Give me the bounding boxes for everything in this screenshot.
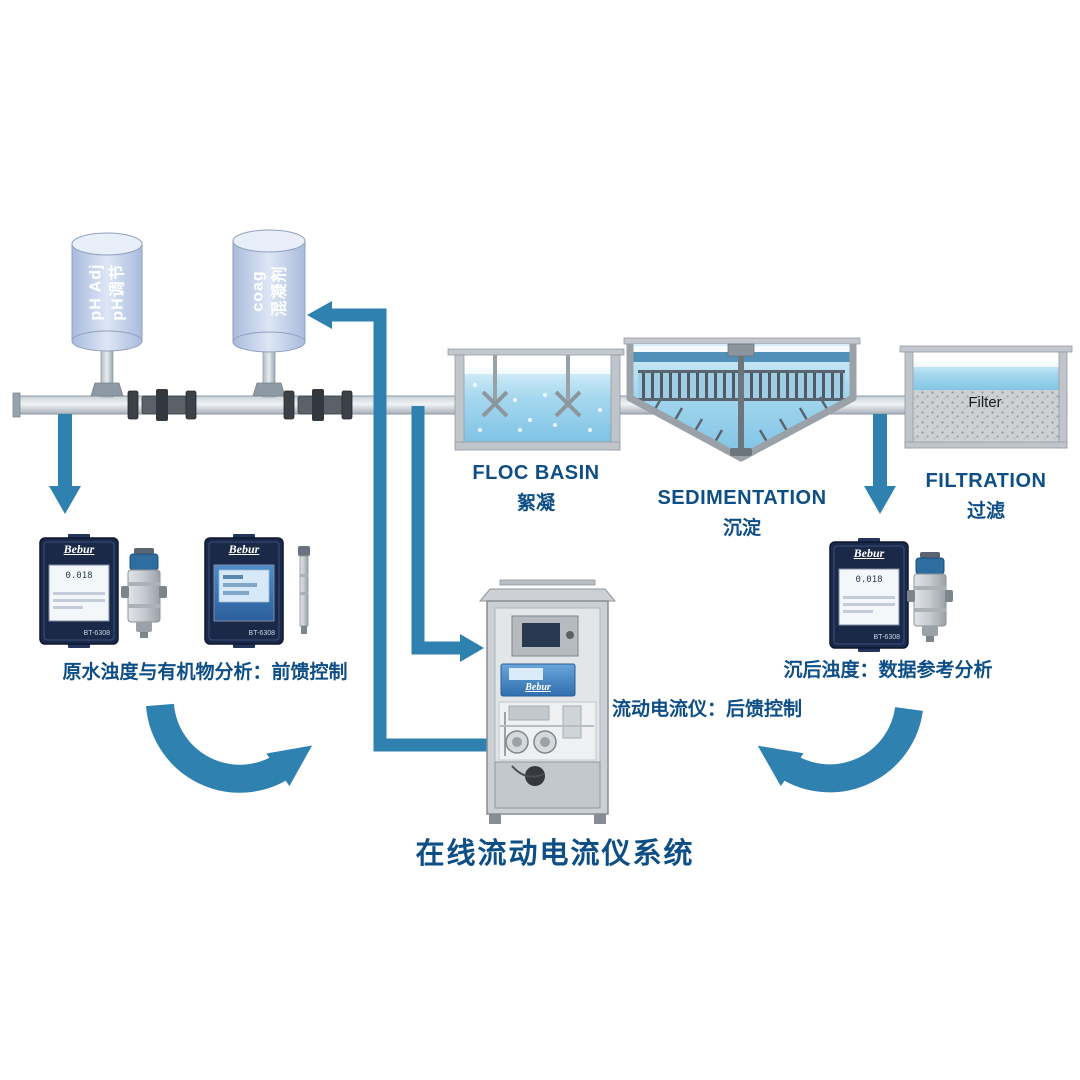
- slope-ticks: [653, 396, 829, 443]
- coag-tank-label-zh: 混凝剂: [271, 265, 288, 317]
- turbidity-sensor-2: [907, 552, 953, 642]
- ph-tank-label-zh: pH调节: [109, 263, 126, 321]
- panel-2-brand: Bebur: [228, 542, 260, 556]
- filtration-basin: [899, 345, 1073, 449]
- down-arrow-left: [49, 414, 81, 514]
- down-arrow-right: [864, 414, 896, 514]
- sedimentation-label-en: SEDIMENTATION: [657, 487, 827, 509]
- caption-sca: 流动电流仪：后馈控制: [612, 699, 803, 720]
- ph-tank-label-en: pH Adj: [87, 263, 105, 321]
- analyzer-panel-1: [39, 534, 119, 648]
- filtration-label-en: FILTRATION: [925, 470, 1047, 492]
- recycle-arrow-left: [146, 703, 313, 793]
- filtration-label-zh: 过滤: [966, 501, 1005, 522]
- panel-1-brand: Bebur: [63, 542, 95, 556]
- analyzer-panel-3: [829, 538, 909, 652]
- floc-basin-label-en: FLOC BASIN: [472, 462, 600, 484]
- sedimentation-label-zh: 沉淀: [722, 518, 761, 539]
- sedimentation-label: SEDIMENTATION 沉淀: [624, 487, 860, 540]
- panel-3-reading: 0.018: [855, 575, 883, 585]
- caption-settled: 沉后浊度：数据参考分析: [783, 660, 993, 681]
- page-title: 在线流动电流仪系统: [415, 838, 695, 870]
- floc-basin: [447, 348, 625, 451]
- ph-tank: [71, 232, 143, 352]
- panel-2-model: BT-6308: [248, 630, 275, 637]
- panel-1-reading: 0.018: [65, 571, 93, 581]
- floc-basin-label: FLOC BASIN 絮凝: [448, 462, 624, 515]
- turbidity-sensor-1: [121, 548, 167, 638]
- probe-sensor: [298, 546, 310, 634]
- cabinet-brand: Bebur: [525, 682, 551, 693]
- filter-media-label: Filter: [968, 394, 1002, 411]
- panel-1-model: BT-6308: [83, 630, 110, 637]
- dosing-valve-1: [127, 389, 197, 421]
- feedback-line: [307, 301, 492, 752]
- panel-3-brand: Bebur: [853, 546, 885, 560]
- sedimentation-basin: [623, 337, 861, 462]
- sample-line: [411, 406, 484, 662]
- ph-tank-label: pH Adj pH调节: [85, 236, 128, 348]
- dosing-valve-2: [283, 389, 353, 421]
- filtration-label: FILTRATION 过滤: [900, 470, 1072, 523]
- floc-bubbles: [473, 383, 602, 432]
- recycle-arrow-right: [757, 706, 923, 793]
- sca-cabinet: [478, 579, 617, 824]
- coag-tank-label-en: coag: [249, 270, 267, 312]
- coag-tank: [232, 229, 306, 353]
- floc-basin-label-zh: 絮凝: [516, 493, 555, 514]
- panel-3-model: BT-6308: [873, 634, 900, 641]
- dosing-stems: [90, 344, 286, 398]
- caption-raw-water: 原水浊度与有机物分析：前馈控制: [62, 662, 348, 683]
- coag-tank-label: coag 混凝剂: [247, 235, 290, 347]
- analyzer-panel-2: [204, 534, 284, 648]
